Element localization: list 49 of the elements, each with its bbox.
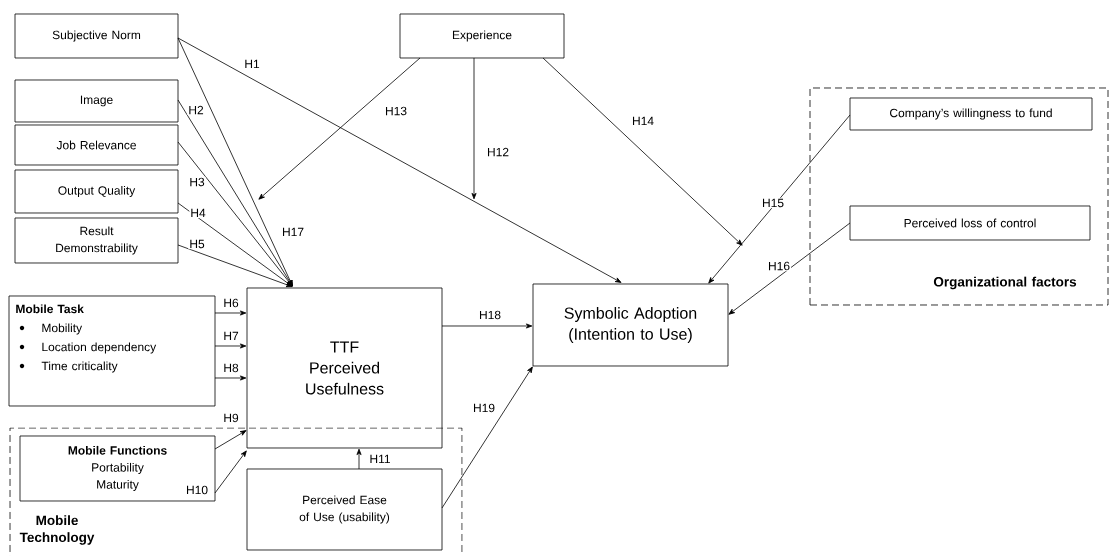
arrow — [258, 57, 421, 200]
edge-label: H8 — [222, 362, 240, 374]
construct-box: Job Relevance — [14, 124, 179, 166]
arrow — [542, 57, 743, 246]
arrow — [441, 366, 533, 509]
arrow — [177, 37, 622, 283]
construct-box: Symbolic Adoption (Intention to Use) — [532, 283, 729, 367]
edge-label: H6 — [222, 297, 240, 309]
edge-label: H13 — [384, 105, 408, 117]
edge-label: H3 — [188, 176, 206, 188]
edge-label: H19 — [472, 402, 496, 414]
edge-label: H16 — [767, 260, 791, 272]
construct-box: Subjective Norm — [14, 13, 179, 59]
arrow — [214, 450, 247, 494]
arrow — [214, 310, 247, 316]
arrow — [177, 141, 293, 287]
arrow — [708, 114, 851, 284]
arrow — [177, 99, 293, 287]
edge-label: H1 — [243, 58, 261, 70]
edge-label: H7 — [222, 330, 240, 342]
arrow — [177, 202, 293, 287]
edge-label: H15 — [761, 197, 785, 209]
construct-box: Company’s willingness to fund — [849, 97, 1093, 131]
edge-label: H4 — [189, 207, 207, 219]
edge-label: H2 — [187, 104, 205, 116]
edge-label: H18 — [478, 309, 502, 321]
construct-box: Perceived Ease of Use (usability) — [246, 468, 443, 551]
arrow — [728, 222, 851, 315]
arrow — [177, 244, 293, 288]
edge-label: H17 — [281, 226, 305, 238]
edge-label: H14 — [631, 115, 655, 127]
arrow — [441, 323, 533, 329]
construct-box: Mobile Task Mobility Location dependency Time criticality — [8, 295, 216, 407]
arrow — [214, 430, 247, 450]
construct-box: TTF Perceived Usefulness — [246, 287, 443, 449]
construct-box: Experience — [399, 13, 565, 59]
arrow — [471, 57, 477, 200]
arrow — [214, 343, 247, 349]
construct-box: Output Quality — [14, 169, 179, 214]
construct-box: Perceived loss of control — [849, 205, 1091, 241]
edge-label: H10 — [185, 484, 209, 496]
construct-box: Result Demonstrability — [14, 217, 179, 264]
edge-label: H12 — [486, 146, 510, 158]
edge-label: H5 — [188, 238, 206, 250]
construct-box: Image — [14, 79, 179, 123]
edge-label: H9 — [222, 412, 240, 424]
arrow — [214, 375, 247, 381]
arrow — [356, 448, 362, 470]
edge-label: H11 — [368, 453, 392, 465]
